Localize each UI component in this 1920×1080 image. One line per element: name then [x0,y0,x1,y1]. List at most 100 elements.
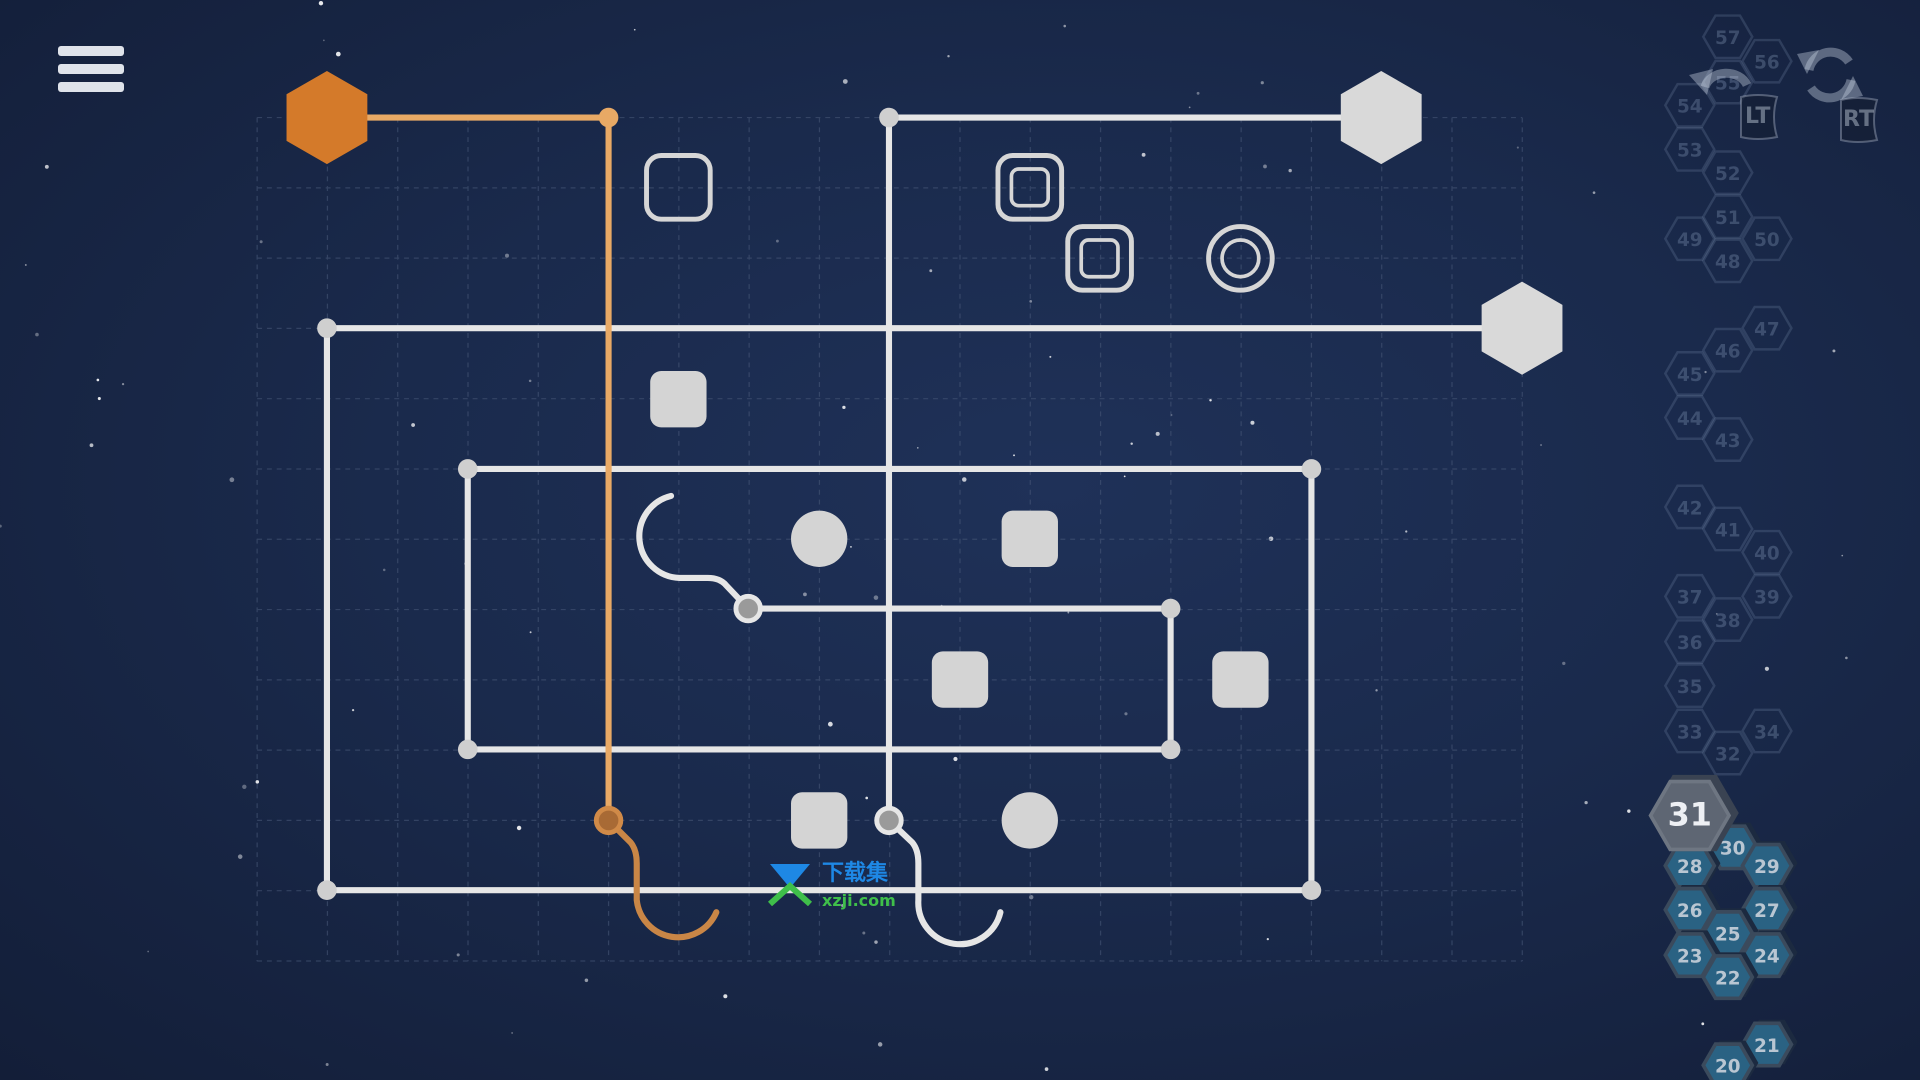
star [89,443,94,448]
level-29-tile[interactable]: 29 [1740,840,1798,889]
joint [317,880,337,900]
level-32-tile[interactable]: 32 [1701,730,1754,776]
level-26-tile[interactable]: 26 [1663,885,1721,933]
star [242,784,247,789]
level-label: 36 [1677,633,1703,654]
star [1288,168,1292,173]
level-31-tile[interactable]: 31 [1648,774,1739,852]
level-label: 32 [1715,744,1741,765]
joint [317,318,337,338]
star [1562,661,1566,666]
level-52-tile[interactable]: 52 [1701,150,1754,196]
level-label: 30 [1720,839,1746,860]
star [1701,1022,1705,1026]
star [1067,611,1070,614]
level-label: 20 [1715,1057,1741,1078]
watermark: 下载集 xzji.com [764,862,896,910]
star [862,931,866,935]
star [1124,712,1128,716]
star [1141,152,1146,157]
star [259,240,263,244]
level-28-tile[interactable]: 28 [1663,840,1721,889]
menu-icon-bar [58,46,124,56]
star [1268,536,1274,542]
star [1063,24,1067,28]
star [877,1042,883,1047]
level-42-tile[interactable]: 42 [1663,484,1716,530]
level-50-tile[interactable]: 50 [1741,216,1793,262]
level-49-tile[interactable]: 49 [1663,216,1716,262]
level-35-tile[interactable]: 35 [1663,663,1716,709]
level-label: 44 [1677,409,1703,430]
level-39-tile[interactable]: 39 [1741,573,1793,619]
star [1188,106,1191,109]
lt-key-icon [1740,94,1779,140]
level-label: 29 [1754,857,1780,878]
star [96,378,100,382]
star-field [0,1,1848,1071]
square-target [644,153,713,222]
joint [457,739,478,760]
level-34-tile[interactable]: 34 [1741,708,1793,754]
star [1130,442,1133,445]
level-20-tile[interactable]: 20 [1701,1040,1759,1080]
menu-icon-bar [58,82,124,92]
level-33-tile[interactable]: 33 [1663,708,1716,754]
level-43-tile[interactable]: 43 [1701,417,1754,462]
level-40-tile[interactable]: 40 [1741,529,1793,575]
level-56-tile[interactable]: 56 [1741,38,1793,84]
star [1049,355,1052,358]
level-46-tile[interactable]: 46 [1701,327,1754,373]
level-57-tile[interactable]: 57 [1701,14,1754,60]
level-label: 50 [1754,230,1780,251]
star [147,950,150,953]
level-41-tile[interactable]: 41 [1701,506,1754,552]
level-54-tile[interactable]: 54 [1663,82,1716,128]
star [1263,164,1267,169]
joint [879,107,899,128]
level-51-tile[interactable]: 51 [1701,194,1754,240]
star [953,756,958,762]
joint [1160,598,1181,619]
star [1841,554,1844,557]
level-27-tile[interactable]: 27 [1740,885,1798,933]
menu-button[interactable] [58,46,124,102]
star [1516,146,1519,149]
level-45-tile[interactable]: 45 [1663,351,1716,396]
path-joints[interactable] [317,107,1322,900]
watermark-name: 下载集 [822,861,889,886]
star [723,994,728,999]
level-53-tile[interactable]: 53 [1663,126,1716,172]
reset-button[interactable]: RT [1795,40,1895,150]
star [873,595,879,600]
rotate-joint-orange [593,805,624,836]
watermark-url: xzji.com [822,891,896,910]
hex-nodes[interactable] [286,71,1563,375]
star [44,164,49,169]
level-47-tile[interactable]: 47 [1741,305,1793,351]
level-38-tile[interactable]: 38 [1701,597,1754,642]
star [1013,454,1015,457]
level-label: 54 [1677,97,1703,118]
level-label: 49 [1677,230,1703,251]
star [528,379,532,383]
level-22-tile[interactable]: 22 [1701,952,1759,1001]
level-36-tile[interactable]: 36 [1663,619,1716,665]
level-label: 56 [1754,53,1780,74]
level-21-tile[interactable]: 21 [1740,1019,1798,1068]
level-23-tile[interactable]: 23 [1663,930,1721,979]
star [121,382,125,386]
path-outer-loop [323,325,1526,894]
level-label: 40 [1754,544,1780,565]
square-block [931,651,989,708]
star [850,546,852,548]
joint [457,459,478,479]
level-label: 43 [1715,431,1741,452]
undo-button[interactable]: LT [1685,55,1785,145]
level-37-tile[interactable]: 37 [1663,573,1716,619]
level-48-tile[interactable]: 48 [1701,238,1754,284]
level-44-tile[interactable]: 44 [1663,395,1716,440]
level-55-tile[interactable]: 55 [1701,59,1754,105]
